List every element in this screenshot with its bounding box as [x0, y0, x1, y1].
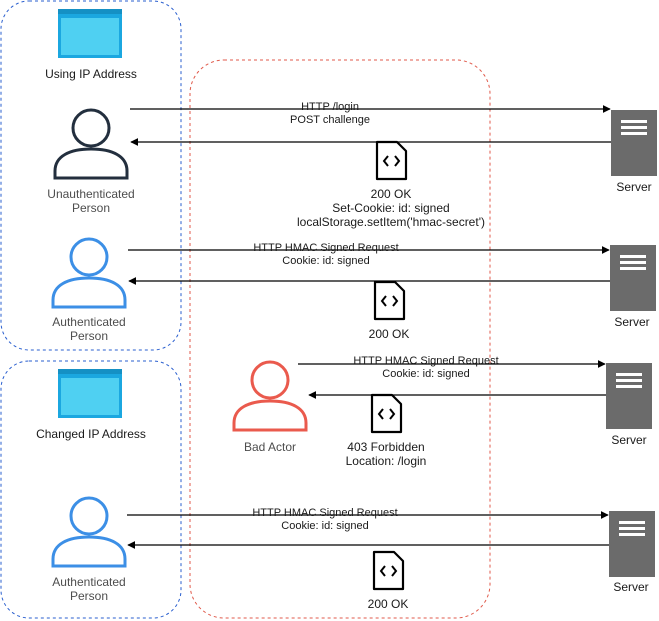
person-icon [232, 360, 308, 432]
server-icon [611, 110, 657, 176]
group-using-ip [0, 0, 182, 351]
server-label-4: Server [613, 580, 648, 594]
group-network [189, 59, 491, 619]
server-icon [606, 363, 652, 429]
actor-label-auth1-2: Person [70, 329, 108, 343]
actor-label-unauth-2: Person [72, 201, 110, 215]
person-icon [51, 237, 127, 309]
response-label-3a: 403 Forbidden [347, 440, 424, 454]
request-label-3a: HTTP HMAC Signed Request [353, 355, 498, 367]
request-label-4a: HTTP HMAC Signed Request [252, 507, 397, 519]
server-label-2: Server [614, 315, 649, 329]
actor-label-auth2-1: Authenticated [52, 575, 125, 589]
group-changed-ip [0, 360, 182, 619]
response-label-2a: 200 OK [369, 327, 410, 341]
actor-label-auth2-2: Person [70, 589, 108, 603]
response-label-1b: Set-Cookie: id: signed [332, 201, 449, 215]
request-label-1b: POST challenge [290, 114, 370, 126]
server-icon [610, 245, 656, 311]
response-label-1a: 200 OK [371, 187, 412, 201]
server-icon [609, 511, 655, 577]
code-document-icon [372, 550, 405, 591]
response-label-4a: 200 OK [368, 597, 409, 611]
server-label-1: Server [616, 180, 651, 194]
person-icon [53, 108, 129, 180]
browser-window-icon [58, 9, 122, 58]
request-label-1a: HTTP /login [301, 101, 359, 113]
actor-label-bad: Bad Actor [244, 440, 296, 454]
person-icon [51, 496, 127, 568]
code-document-icon [375, 140, 408, 181]
group-label-changed-ip: Changed IP Address [36, 427, 146, 441]
response-label-3b: Location: /login [346, 454, 427, 468]
request-label-3b: Cookie: id: signed [382, 368, 469, 380]
code-document-icon [370, 393, 403, 434]
group-label-using-ip: Using IP Address [45, 67, 137, 81]
actor-label-auth1-1: Authenticated [52, 315, 125, 329]
request-label-2a: HTTP HMAC Signed Request [253, 242, 398, 254]
request-label-2b: Cookie: id: signed [282, 255, 369, 267]
browser-window-icon [58, 369, 122, 418]
response-label-1c: localStorage.setItem('hmac-secret') [297, 215, 485, 229]
request-label-4b: Cookie: id: signed [281, 520, 368, 532]
server-label-3: Server [611, 433, 646, 447]
code-document-icon [373, 280, 406, 321]
actor-label-unauth-1: Unauthenticated [47, 187, 134, 201]
